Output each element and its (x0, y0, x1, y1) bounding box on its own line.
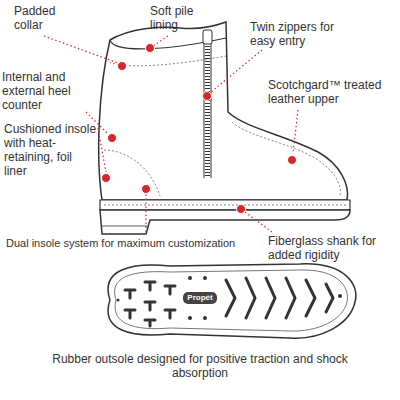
sole-inner (115, 270, 348, 331)
sole-studs (117, 276, 343, 320)
boot-upper (99, 22, 348, 200)
zipper-teeth (205, 34, 210, 176)
callout-dots (102, 44, 297, 214)
sole-caption: Rubber outsole designed for positive tra… (50, 352, 350, 380)
part-label: Fiberglass shank for added rigidity (268, 234, 396, 262)
outsole-side (100, 210, 350, 234)
part-label: Scotchgard™ treated leather upper (268, 78, 396, 106)
sole-outline (108, 264, 356, 338)
heel-stitch (104, 150, 160, 196)
welt-stitch (104, 205, 346, 206)
zipper-pull (203, 30, 212, 44)
sole-lugs (125, 278, 333, 326)
part-label: Twin zippers for easy entry (250, 20, 360, 48)
part-label: Internal and external heel counter (2, 70, 94, 112)
vamp-stitch (232, 122, 340, 196)
part-label: Soft pile lining (150, 4, 212, 32)
zipper-edge (211, 30, 212, 178)
part-label: Dual insole system for maximum customiza… (6, 236, 268, 250)
welt (100, 200, 350, 210)
part-label: Cushioned insole with heat-retaining, fo… (4, 122, 98, 178)
zipper-edge (204, 30, 205, 178)
heel-line (102, 226, 148, 227)
brand-logo: Propét (183, 292, 216, 304)
part-label: Padded collar (14, 4, 76, 32)
